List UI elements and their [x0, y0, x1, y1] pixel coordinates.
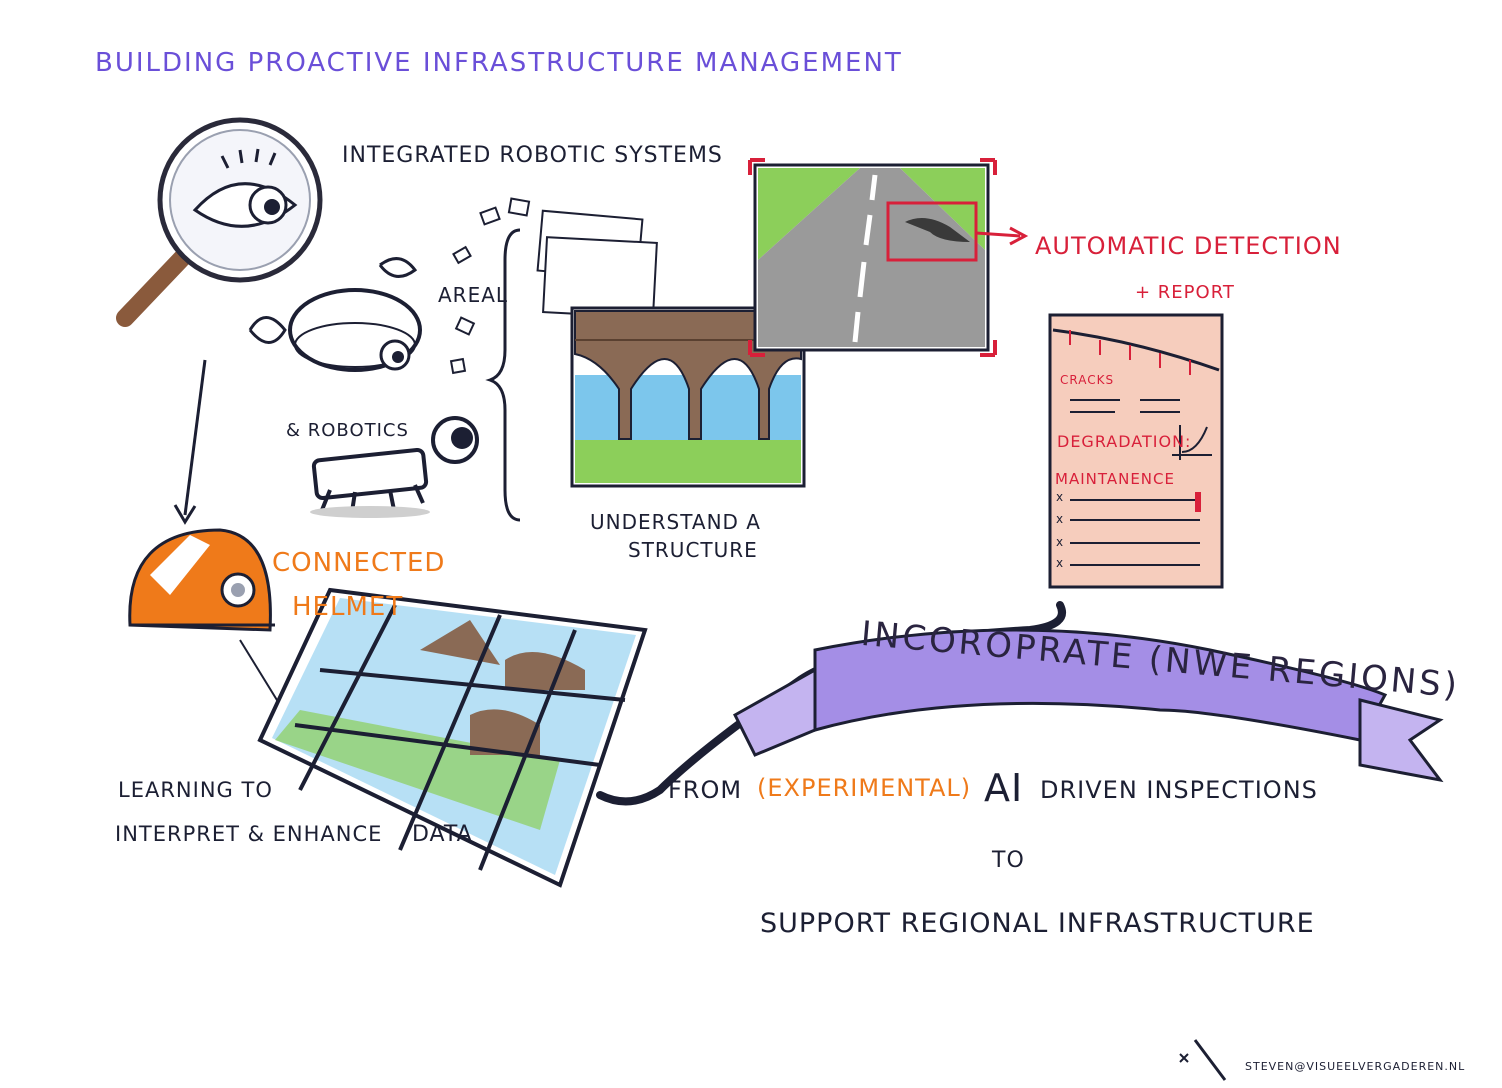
report-maintenance: MAINTANENCE	[1055, 470, 1175, 488]
drone-icon	[248, 257, 422, 372]
label-automatic-detection: AUTOMATIC DETECTION	[1035, 232, 1342, 260]
label-understand-line1: UNDERSTAND A	[590, 510, 761, 534]
label-areal: AREAL	[438, 283, 509, 307]
robot-dog-icon	[310, 416, 479, 518]
conclusion-experimental: (EXPERIMENTAL)	[757, 774, 972, 802]
signature: STEVEN@VISUEELVERGADEREN.NL	[1245, 1060, 1466, 1073]
report-item-mark: x	[1056, 535, 1065, 549]
magnifier-icon	[116, 117, 323, 327]
pen-icon	[1179, 1039, 1227, 1081]
report-degradation: DEGRADATION:	[1057, 432, 1192, 451]
road-picture	[748, 158, 1029, 357]
label-report: + REPORT	[1135, 282, 1235, 303]
report-item-mark: x	[1056, 556, 1065, 570]
page-title: BUILDING PROACTIVE INFRASTRUCTURE MANAGE…	[95, 48, 903, 78]
banner-ribbon	[733, 628, 1444, 783]
label-data: DATA	[412, 822, 473, 847]
label-connected: CONNECTED	[272, 548, 446, 578]
label-robotics: & ROBOTICS	[286, 420, 409, 441]
report-item-mark: x	[1056, 490, 1065, 504]
grouping-brace	[485, 228, 521, 522]
conclusion-support: SUPPORT REGIONAL INFRASTRUCTURE	[760, 908, 1315, 939]
flow-arrow-icon	[173, 359, 207, 525]
report-card	[1048, 313, 1224, 589]
label-understand-line2: STRUCTURE	[628, 538, 758, 562]
report-cracks: CRACKS	[1060, 373, 1115, 387]
label-learning-line1: LEARNING TO	[118, 778, 273, 802]
conclusion-to: TO	[992, 848, 1025, 873]
conclusion-from: FROM	[668, 776, 743, 804]
label-integrated-robotic-systems: INTEGRATED ROBOTIC SYSTEMS	[342, 143, 723, 168]
label-learning-line2: INTERPRET & ENHANCE	[115, 822, 383, 846]
report-item-mark: x	[1056, 512, 1065, 526]
helmet-icon	[128, 528, 281, 706]
conclusion-driven: DRIVEN INSPECTIONS	[1040, 776, 1318, 804]
label-helmet-text: HELMET	[292, 592, 404, 622]
conclusion-ai: AI	[984, 766, 1024, 810]
papers-icon	[449, 197, 658, 375]
data-tablet	[257, 587, 648, 888]
